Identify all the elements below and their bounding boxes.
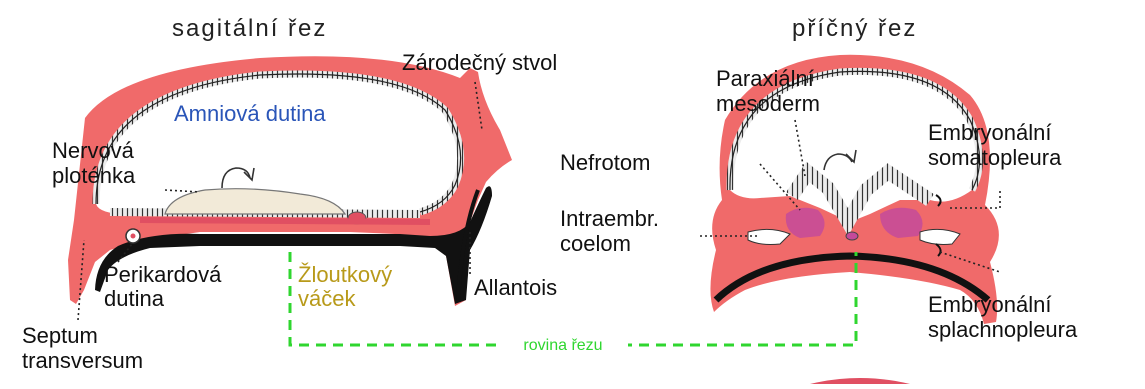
label-neural-2: ploténka xyxy=(52,163,136,188)
label-splanchnopleura-1: Embryonální xyxy=(928,292,1052,317)
label-pericardial-1: Perikardová xyxy=(104,262,222,287)
label-yolk-1: Žloutkový xyxy=(298,262,392,287)
label-stalk: Zárodečný stvol xyxy=(402,50,557,75)
intraembryonic-coelom-right xyxy=(920,229,960,244)
label-paraxial-1: Paraxiální xyxy=(716,66,814,91)
label-pericardial-2: dutina xyxy=(104,286,165,311)
label-somatopleura-1: Embryonální xyxy=(928,120,1052,145)
heart-primordium xyxy=(131,234,136,239)
label-allantois: Allantois xyxy=(474,275,557,300)
label-septum-1: Septum xyxy=(22,323,98,348)
title-transverse: příčný řez xyxy=(792,15,917,42)
label-septum-2: transversum xyxy=(22,348,143,373)
label-amnion: Amniová dutina xyxy=(174,101,326,126)
lower-arc xyxy=(810,378,910,384)
sagittal-mesoderm-band xyxy=(140,220,430,222)
notochord xyxy=(846,232,858,240)
section-plane-label: rovina řezu xyxy=(523,337,602,354)
label-yolk-2: váček xyxy=(298,286,356,311)
label-splanchnopleura-2: splachnopleura xyxy=(928,317,1078,342)
label-neural-1: Nervová xyxy=(52,138,135,163)
label-paraxial-2: mesoderm xyxy=(716,91,820,116)
label-somatopleura-2: somatopleura xyxy=(928,145,1062,170)
label-nephrotome: Nefrotom xyxy=(560,150,650,175)
label-coelom-1: Intraembr. xyxy=(560,206,659,231)
label-coelom-2: coelom xyxy=(560,231,631,256)
title-sagittal: sagitální řez xyxy=(172,15,327,42)
